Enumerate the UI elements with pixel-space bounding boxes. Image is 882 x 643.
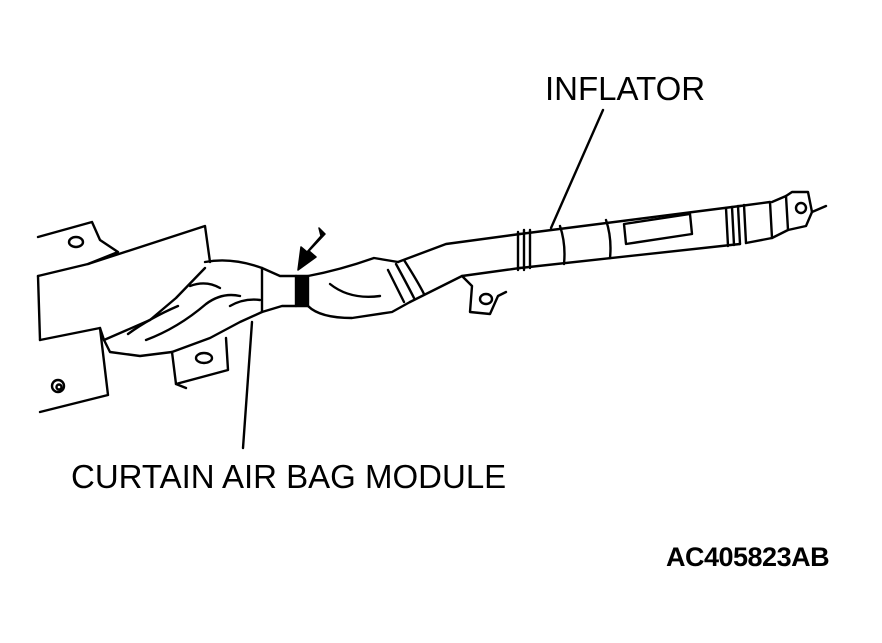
gas-guide-hose bbox=[306, 232, 522, 320]
figure-code: AC405823AB bbox=[666, 542, 830, 572]
inflator-leader-line bbox=[549, 108, 605, 230]
curtain-air-bag-module-label: CURTAIN AIR BAG MODULE bbox=[71, 458, 507, 495]
inflator bbox=[516, 190, 828, 272]
curtain-air-bag-module bbox=[102, 259, 298, 390]
mounting-bracket bbox=[36, 220, 212, 414]
module-leader-line bbox=[241, 320, 254, 450]
joint-band bbox=[294, 274, 310, 308]
leader-lines bbox=[241, 108, 605, 450]
inflator-label: INFLATOR bbox=[545, 70, 706, 107]
indicator-arrow bbox=[297, 227, 326, 271]
